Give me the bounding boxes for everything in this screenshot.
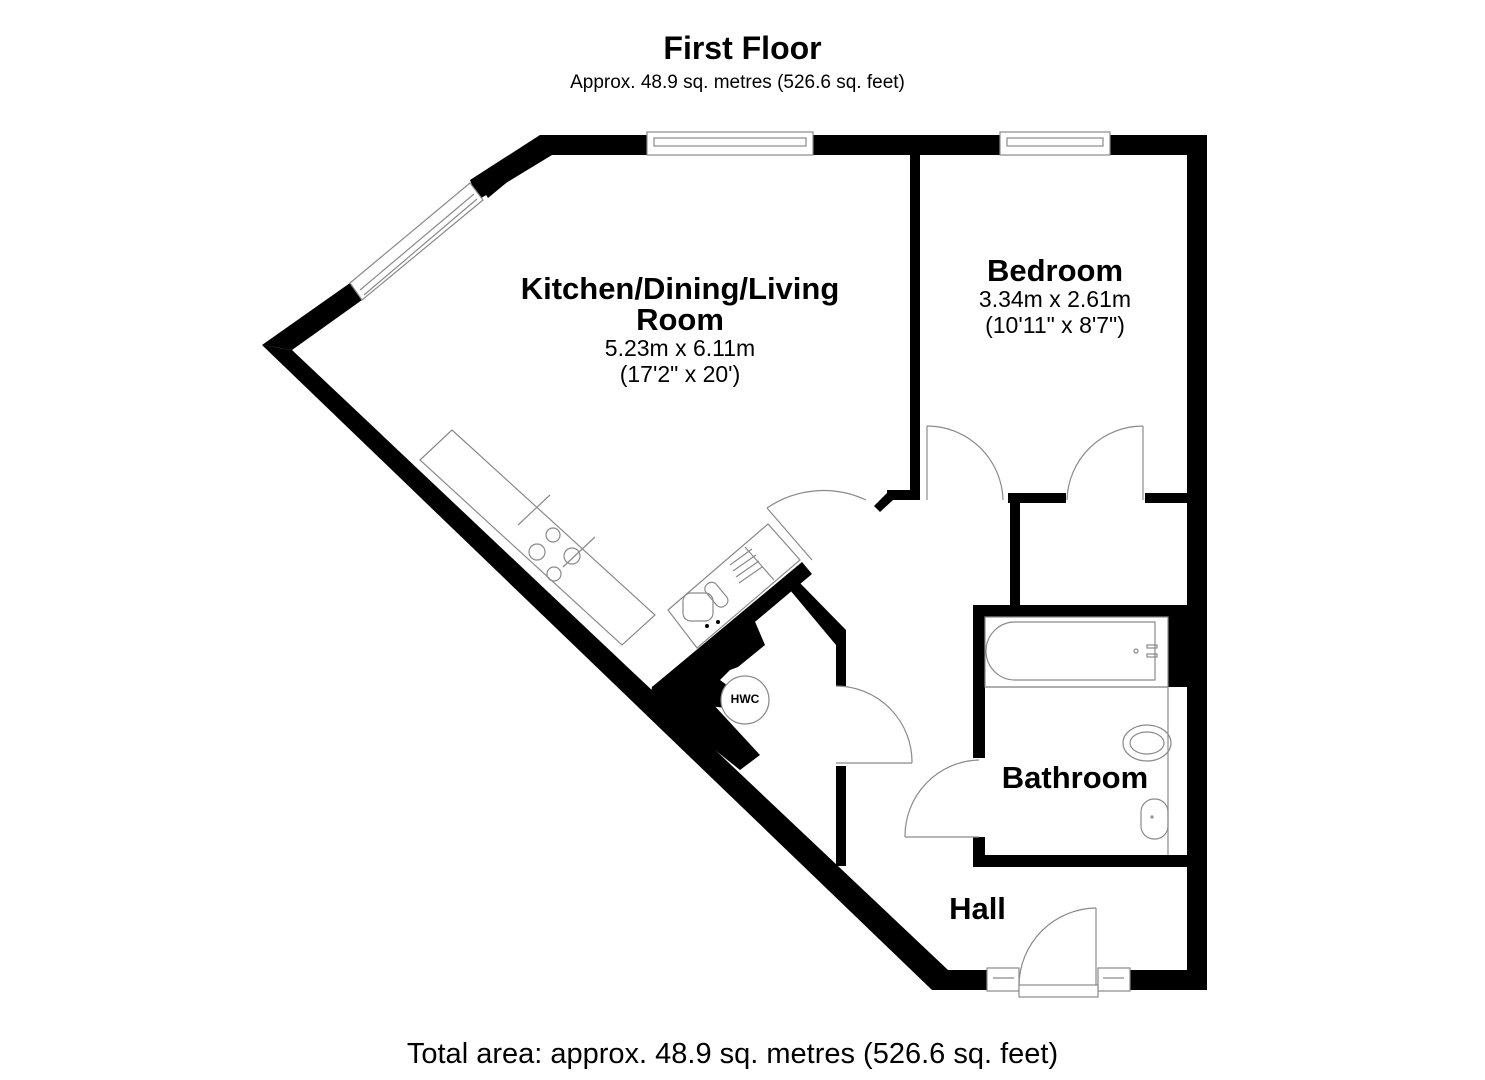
diag-wall-southwest	[262, 345, 948, 990]
room-bathroom: Bathroom	[990, 762, 1160, 793]
room-name: Hall	[949, 891, 1006, 926]
room-bedroom: Bedroom 3.34m x 2.61m (10'11" x 8'7")	[950, 255, 1160, 339]
room-name: Bedroom	[986, 253, 1124, 288]
room-dimension-metric: 3.34m x 2.61m	[978, 286, 1132, 312]
room-dimension-imperial: (10'11" x 8'7")	[985, 312, 1125, 339]
room-name-line2: Room	[636, 302, 724, 337]
kitchen-worktop	[419, 429, 801, 649]
room-name: Kitchen/Dining/Living	[520, 271, 840, 306]
window-top-living	[646, 131, 814, 156]
total-area-footer: Total area: approx. 48.9 sq. metres (526…	[406, 1038, 1059, 1070]
window-diagonal	[349, 182, 484, 301]
outer-walls	[540, 135, 1207, 990]
room-dimension-imperial: (17'2" x 20')	[619, 361, 741, 388]
diag-wall-left-upper	[262, 283, 362, 350]
floor-title: First Floor	[663, 30, 822, 66]
room-dimension-metric: 5.23m x 6.11m	[604, 335, 756, 361]
room-kitchen-dining-living: Kitchen/Dining/Living Room 5.23m x 6.11m…	[490, 273, 870, 388]
doors	[766, 425, 1144, 986]
window-top-bedroom	[999, 131, 1111, 156]
room-name: Bathroom	[1001, 760, 1149, 795]
bath	[984, 616, 1172, 855]
hwc-cylinder	[720, 675, 770, 725]
room-hall: Hall	[935, 893, 1020, 924]
hwc-label: HWC	[730, 692, 760, 706]
floor-area-subtitle: Approx. 48.9 sq. metres (526.6 sq. feet)	[570, 72, 905, 93]
